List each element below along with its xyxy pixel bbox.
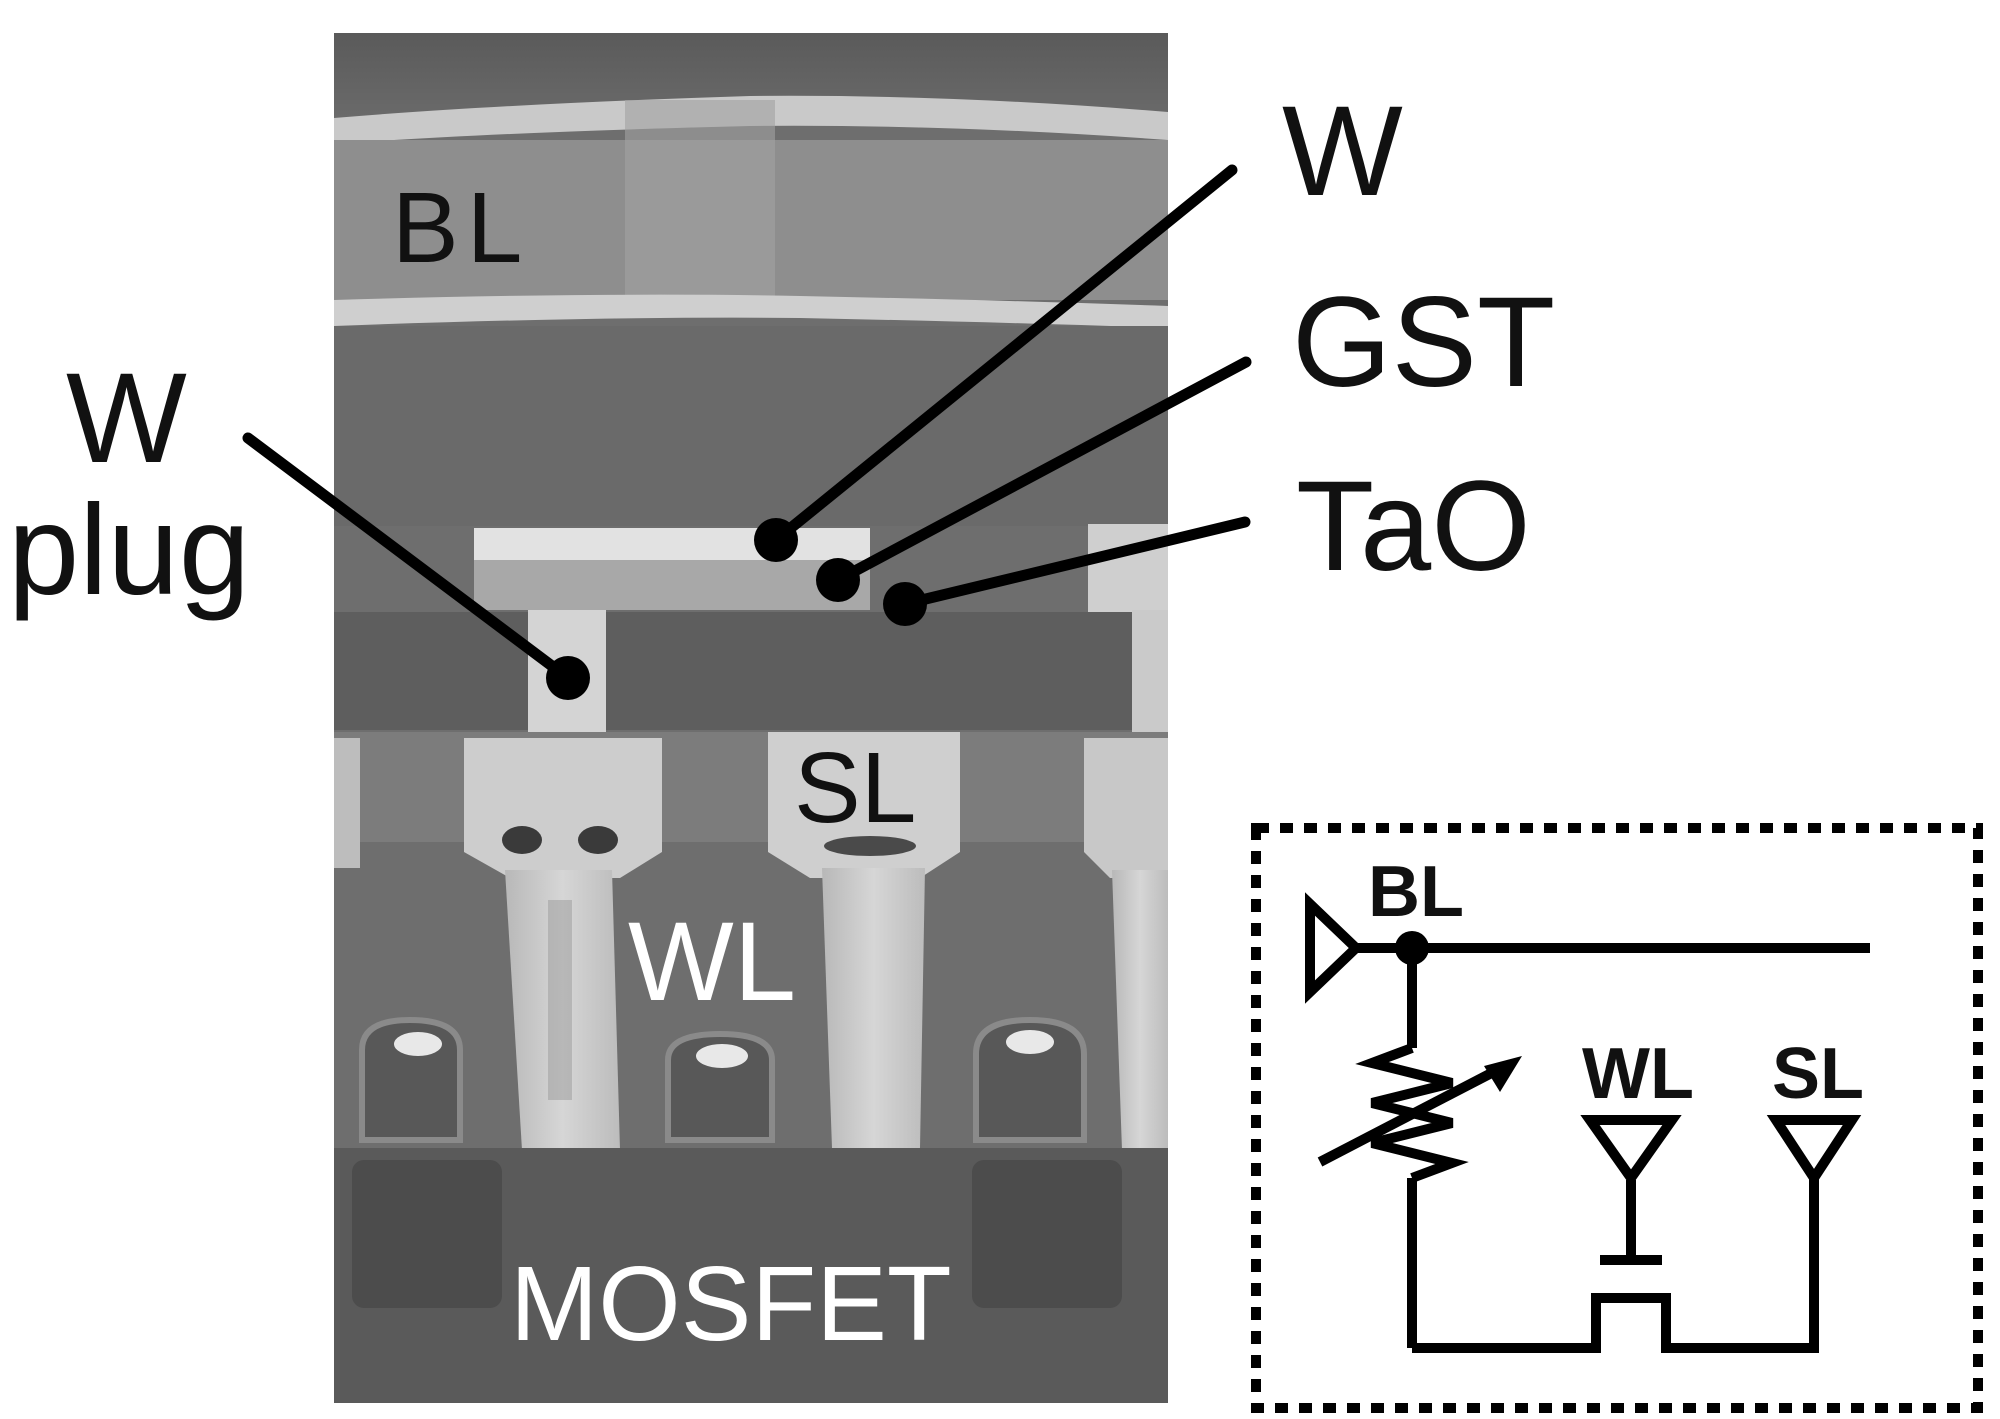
tao-leader (899, 516, 1251, 610)
schematic-bl-label: BL (1368, 852, 1464, 932)
schematic-frame (1251, 823, 1983, 1413)
gst-leader (832, 356, 1252, 586)
gst-callout: GST (1292, 271, 1555, 414)
w-plug-callout-line1: W (66, 347, 187, 490)
source-line-rail (1412, 1178, 1819, 1353)
circuit-schematic (1251, 823, 1983, 1413)
resistor-arrow-head (1484, 1056, 1522, 1092)
mosfet-label: MOSFET (510, 1245, 952, 1363)
bl-node-dot (1395, 931, 1429, 965)
callout-dots (546, 518, 927, 700)
w-plug-leader (242, 432, 574, 684)
sl-label: SL (794, 732, 916, 844)
sl-terminal (1766, 1115, 1862, 1188)
w-top-dot (754, 518, 798, 562)
sem-micrograph (334, 33, 1168, 1403)
bl-label: BL (392, 172, 530, 284)
w-plug-dot (546, 656, 590, 700)
w-plug-callout-line2: plug (8, 479, 250, 622)
w-top-leader (770, 164, 1238, 546)
schematic-wl-label: WL (1582, 1034, 1694, 1114)
resistor-arrow-line (1317, 1061, 1508, 1167)
tao-dot (883, 582, 927, 626)
wl-terminal (1580, 1115, 1682, 1187)
w-top-callout: W (1282, 80, 1403, 223)
callout-leaders (242, 164, 1252, 684)
tao-callout: TaO (1296, 455, 1531, 598)
schematic-sl-label: SL (1772, 1034, 1864, 1114)
bl-terminal (1305, 892, 1364, 1004)
gst-dot (816, 558, 860, 602)
wl-label: WL (628, 899, 796, 1024)
